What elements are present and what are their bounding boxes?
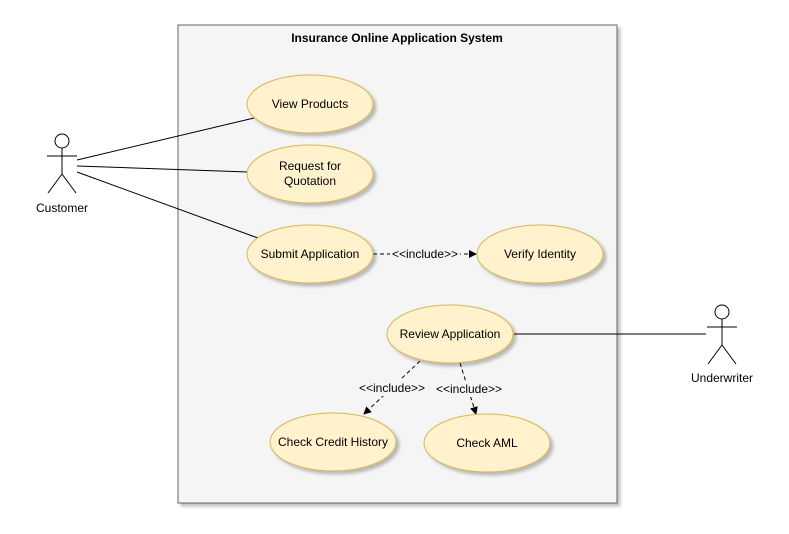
- use-case-label: Review Application: [400, 327, 501, 341]
- include-label-bg: [357, 380, 427, 396]
- use-case-review-application[interactable]: Review Application: [386, 304, 514, 364]
- include-labels: <<include>> <<include>> <<include>>: [357, 246, 504, 397]
- use-case-request-quotation[interactable]: Request for Quotation: [246, 144, 374, 204]
- actor-customer[interactable]: Customer: [36, 133, 88, 215]
- include-arrow-review-aml: [459, 362, 478, 415]
- use-case-check-credit-history[interactable]: Check Credit History: [269, 412, 397, 472]
- use-case-label: Check AML: [456, 436, 518, 450]
- use-case-label: View Products: [272, 97, 348, 111]
- use-cases: View Products Request for Quotation Subm…: [246, 74, 604, 473]
- include-label-review-credit: <<include>>: [359, 381, 425, 395]
- system-title: Insurance Online Application System: [291, 31, 503, 45]
- use-case-label-line1: Request for: [279, 159, 341, 173]
- include-label-review-aml: <<include>>: [436, 382, 502, 396]
- association-customer-request-quotation: [76, 165, 249, 173]
- include-label-bg: [390, 246, 460, 262]
- use-case-view-products[interactable]: View Products: [246, 74, 374, 134]
- include-label-submit-verify: <<include>>: [392, 247, 458, 261]
- use-case-label: Check Credit History: [278, 435, 388, 449]
- actor-underwriter[interactable]: Underwriter: [691, 304, 753, 385]
- use-case-label-line2: Quotation: [284, 174, 336, 188]
- association-customer-submit-application: [76, 171, 259, 239]
- use-case-verify-identity[interactable]: Verify Identity: [476, 224, 604, 284]
- stick-figure-icon: [47, 133, 77, 194]
- actor-label: Underwriter: [691, 371, 753, 385]
- associations: [76, 117, 706, 335]
- use-case-check-aml[interactable]: Check AML: [423, 413, 551, 473]
- use-case-label: Verify Identity: [504, 247, 576, 261]
- stick-figure-icon: [707, 304, 737, 365]
- actor-label: Customer: [36, 201, 88, 215]
- use-case-submit-application[interactable]: Submit Application: [246, 224, 374, 284]
- association-customer-view-products: [76, 117, 255, 161]
- use-case-label: Submit Application: [261, 247, 360, 261]
- include-label-bg: [434, 381, 504, 397]
